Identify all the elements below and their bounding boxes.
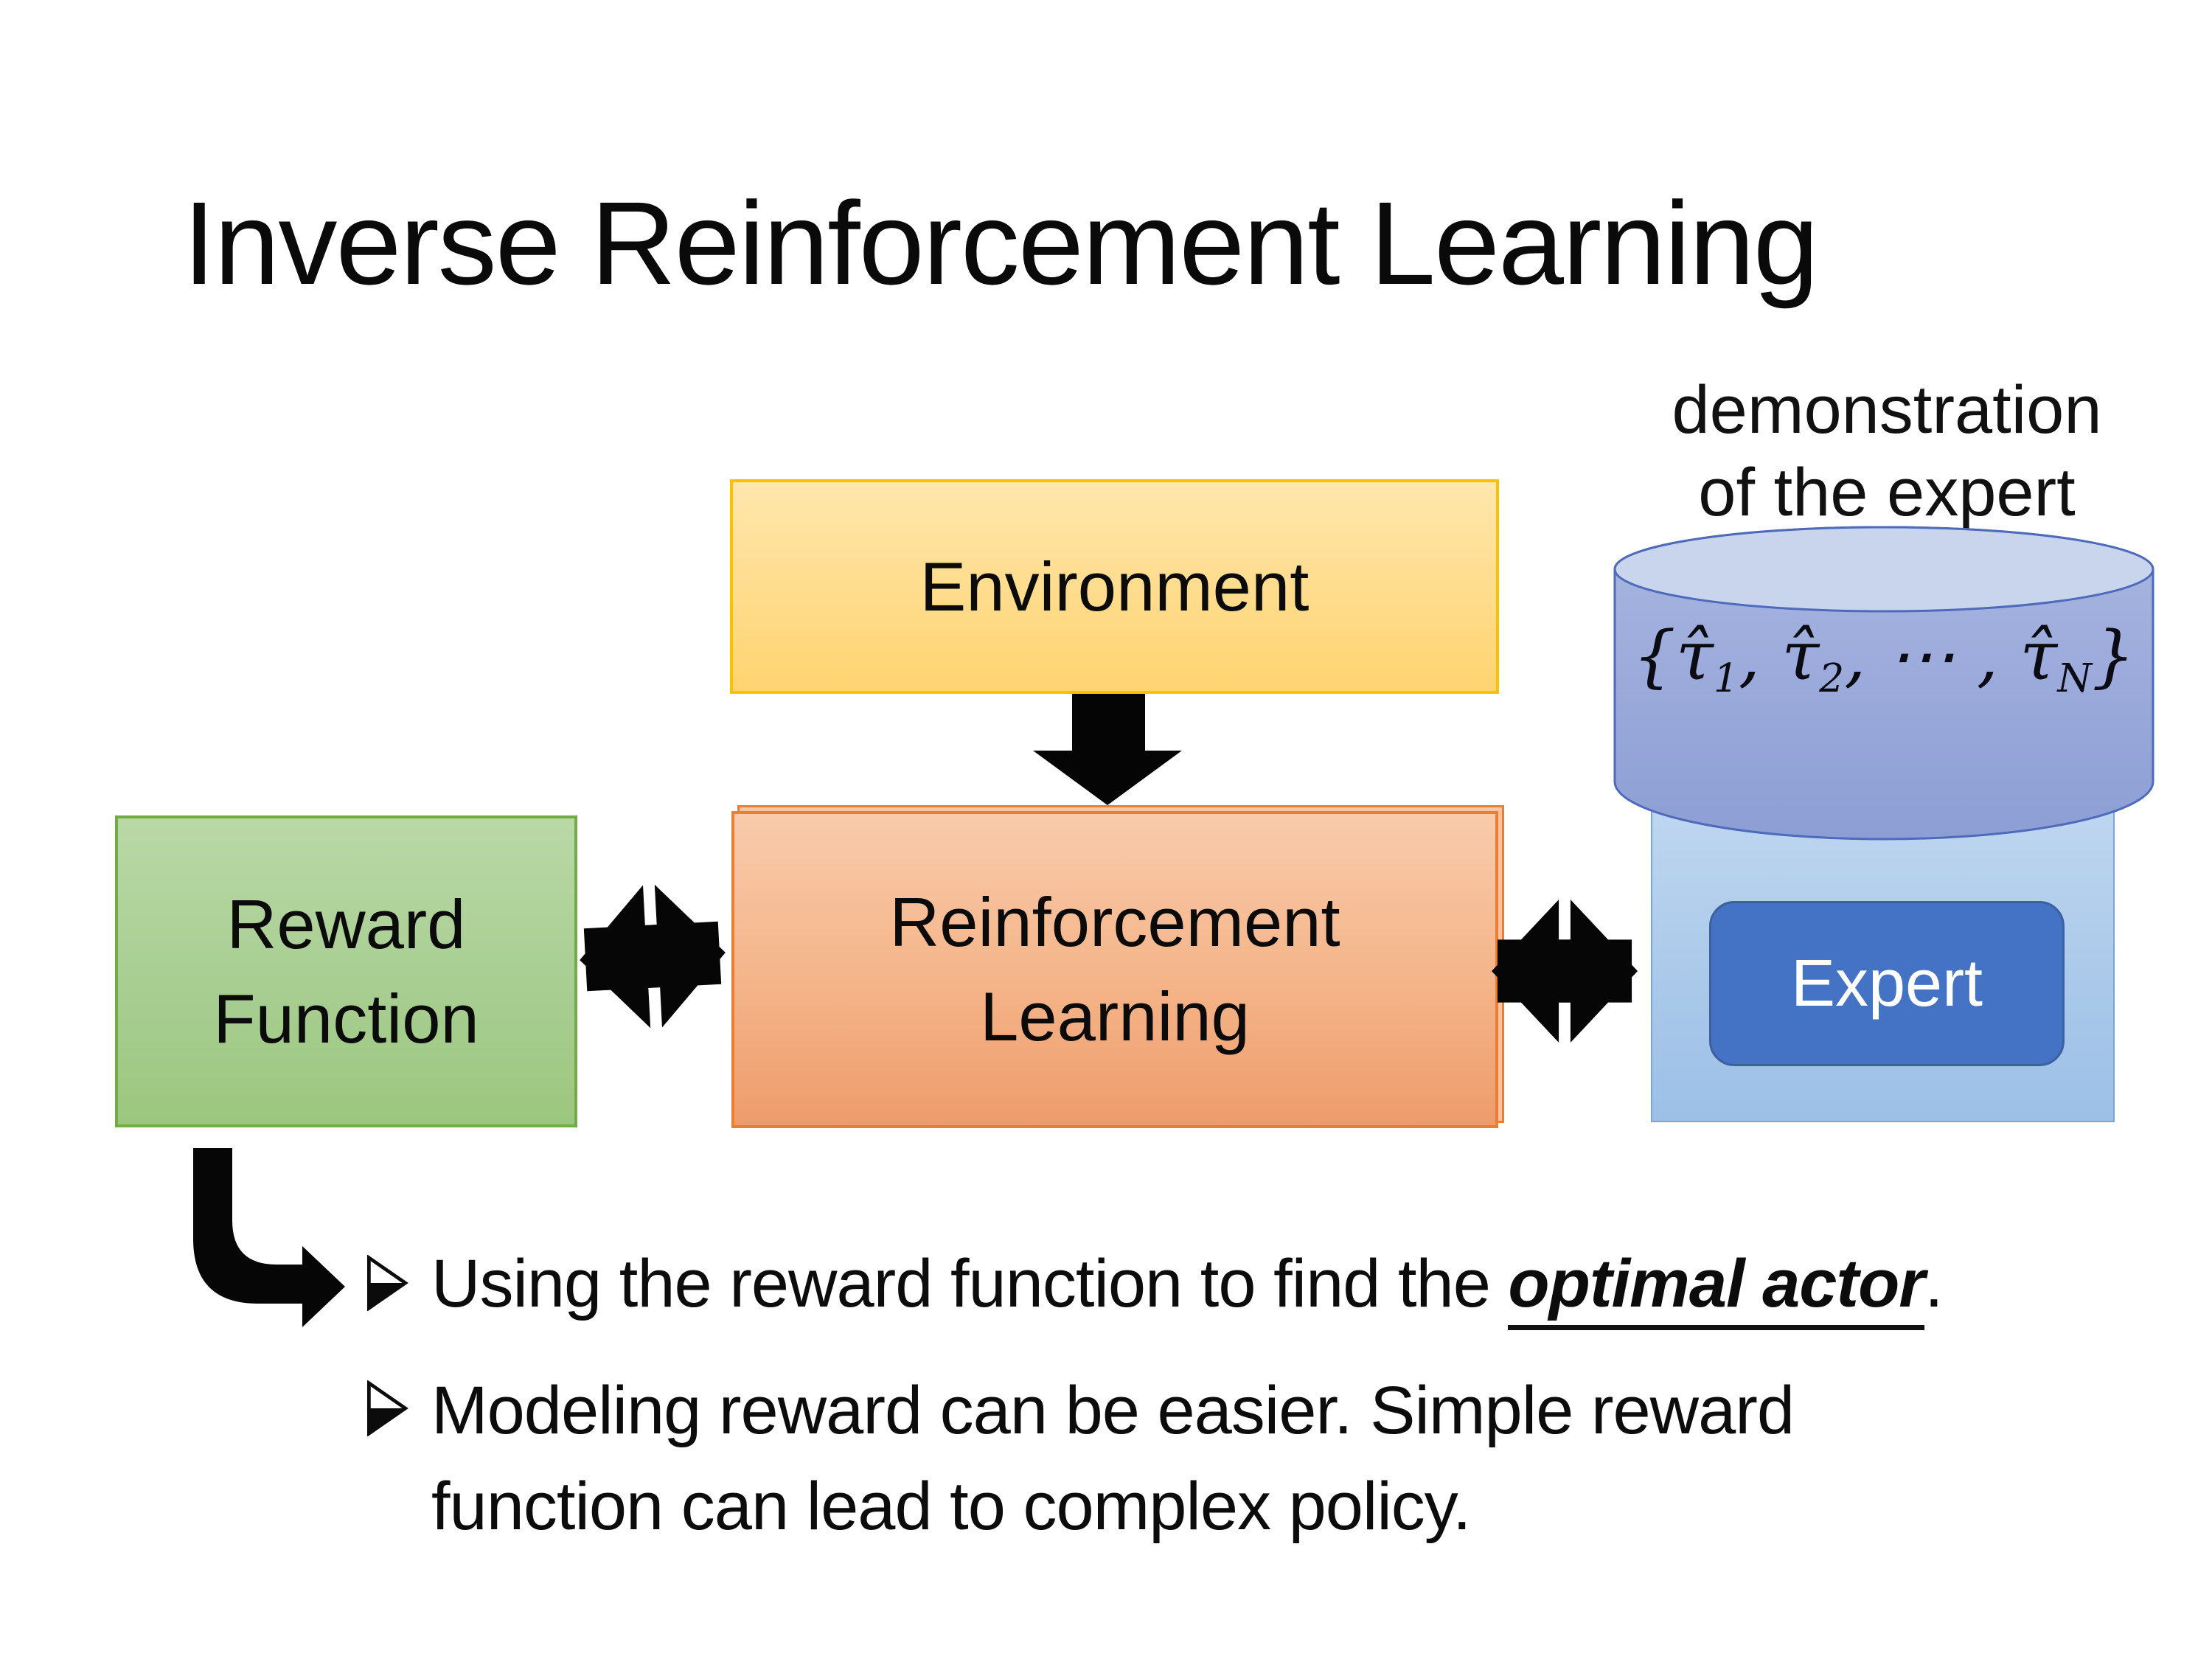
formula-tau2: τ̂ [1781,616,1820,695]
bullet-2-line1: Modeling reward can be easier. Simple re… [431,1373,1795,1448]
demonstration-label-line2: of the expert [1698,455,2076,530]
formula-comma1: , [1738,616,1782,695]
elbow-arrow-icon [193,1148,345,1327]
bullet-1: Using the reward function to find the op… [431,1236,2201,1332]
bullet-arrowhead-icon [366,1380,408,1436]
formula-open-brace: { [1632,616,1676,695]
page-title: Inverse Reinforcement Learning [183,177,1819,309]
bullet-1-prefix: Using the reward function to find the [431,1246,1509,1321]
expert-box: Expert [1709,901,2065,1066]
bullet-2: Modeling reward can be easier. Simple re… [431,1363,2053,1554]
double-arrow-right-icon [1492,899,1638,1043]
bullet-1-suffix: . [1924,1246,1944,1321]
reward-label-line2: Function [213,979,479,1057]
formula-tau1: τ̂ [1675,616,1714,695]
expert-label: Expert [1790,946,1983,1020]
formula-sub2: 2 [1819,655,1845,702]
trajectory-set-formula: {τ̂1, τ̂2, ⋯ , τ̂N} [1622,616,2146,701]
demonstration-label-line1: demonstration [1672,372,2102,448]
formula-close-brace: } [2092,616,2135,695]
bullet-1-emphasis: optimal actor [1508,1246,1925,1330]
demonstration-label: demonstration of the expert [1636,369,2138,534]
database-cylinder-icon [1613,526,2154,841]
formula-subN: N [2057,655,2093,702]
environment-box: Environment [730,479,1499,694]
down-arrow-icon [1033,694,1182,805]
bullet-2-line2: function can lead to complex policy. [431,1469,1472,1544]
rl-label-line1: Reinforcement [889,883,1340,961]
reward-function-box: Reward Function [115,815,577,1127]
bullet-arrowhead-icon [366,1255,408,1311]
formula-dots: , ⋯ , [1844,616,2020,695]
environment-label: Environment [919,547,1310,625]
double-arrow-left-icon [580,884,726,1029]
formula-tauN: τ̂ [2020,616,2058,695]
reward-label-line1: Reward [226,885,466,963]
rl-label-line2: Learning [980,978,1250,1055]
reinforcement-learning-box: Reinforcement Learning [731,811,1498,1128]
formula-sub1: 1 [1713,655,1739,702]
